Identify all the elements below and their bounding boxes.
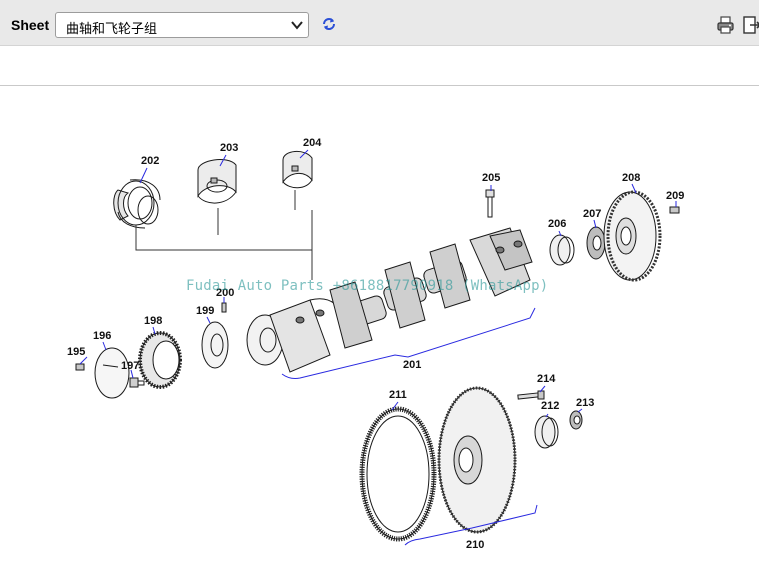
callout-212[interactable]: 212 bbox=[541, 400, 559, 412]
callout-213[interactable]: 213 bbox=[576, 397, 594, 409]
hub-207[interactable] bbox=[586, 226, 606, 260]
sheet-select[interactable]: 曲轴和飞轮子组 bbox=[55, 12, 309, 38]
callout-199[interactable]: 199 bbox=[196, 305, 214, 317]
exploded-parts-diagram: 202 203 204 205 206 207 208 209 201 195 … bbox=[67, 137, 684, 551]
bearing-213[interactable] bbox=[569, 410, 583, 430]
bearing-shell-204[interactable] bbox=[282, 151, 313, 189]
callout-198[interactable]: 198 bbox=[144, 315, 162, 327]
callout-195[interactable]: 195 bbox=[67, 346, 85, 358]
sheet-label: Sheet bbox=[11, 17, 50, 33]
seal-ring-206[interactable] bbox=[549, 234, 575, 266]
callout-214[interactable]: 214 bbox=[537, 373, 556, 385]
seal-ring-212[interactable] bbox=[534, 415, 559, 449]
callout-209[interactable]: 209 bbox=[666, 190, 684, 202]
bolt-205[interactable] bbox=[485, 189, 495, 218]
bolt-209[interactable] bbox=[669, 206, 680, 214]
callout-202[interactable]: 202 bbox=[141, 155, 159, 167]
crankshaft-201[interactable] bbox=[246, 227, 533, 373]
bolt-214[interactable] bbox=[517, 390, 545, 400]
bearing-shells-202[interactable] bbox=[113, 179, 161, 229]
ring-gear-211[interactable] bbox=[359, 406, 437, 542]
callout-210[interactable]: 210 bbox=[466, 539, 484, 551]
callout-197[interactable]: 197 bbox=[121, 360, 139, 372]
hub-199[interactable] bbox=[201, 321, 229, 369]
callout-204[interactable]: 204 bbox=[303, 137, 322, 149]
callout-207[interactable]: 207 bbox=[583, 208, 601, 220]
callout-200[interactable]: 200 bbox=[216, 287, 234, 299]
bearing-shell-203[interactable] bbox=[197, 159, 237, 204]
chevron-down-icon bbox=[291, 21, 303, 30]
leader-lines bbox=[79, 149, 677, 546]
callout-206[interactable]: 206 bbox=[548, 218, 566, 230]
callout-205[interactable]: 205 bbox=[482, 172, 500, 184]
callout-203[interactable]: 203 bbox=[220, 142, 238, 154]
callout-208[interactable]: 208 bbox=[622, 172, 640, 184]
bolt-197[interactable] bbox=[129, 377, 145, 388]
sheet-select-value: 曲轴和飞轮子组 bbox=[66, 22, 158, 37]
refresh-icon[interactable] bbox=[320, 15, 338, 33]
sheet-toolbar: Sheet 曲轴和飞轮子组 bbox=[0, 0, 759, 46]
secondary-bar bbox=[0, 46, 759, 86]
callout-211[interactable]: 211 bbox=[389, 389, 407, 401]
bolt-195[interactable] bbox=[75, 363, 85, 371]
callout-labels: 202 203 204 205 206 207 208 209 201 195 … bbox=[67, 137, 684, 551]
exit-icon[interactable] bbox=[742, 15, 759, 35]
callout-196[interactable]: 196 bbox=[93, 330, 111, 342]
print-icon[interactable] bbox=[716, 15, 736, 35]
cover-196[interactable] bbox=[94, 347, 130, 399]
gear-198[interactable] bbox=[138, 331, 182, 389]
vibration-damper-208[interactable] bbox=[603, 190, 662, 282]
callout-201[interactable]: 201 bbox=[403, 359, 421, 371]
flywheel-210[interactable] bbox=[437, 386, 517, 534]
watermark-text: Fudai Auto Parts +8618817790918 (WhatsAp… bbox=[186, 278, 549, 294]
pin-200[interactable] bbox=[221, 302, 227, 313]
